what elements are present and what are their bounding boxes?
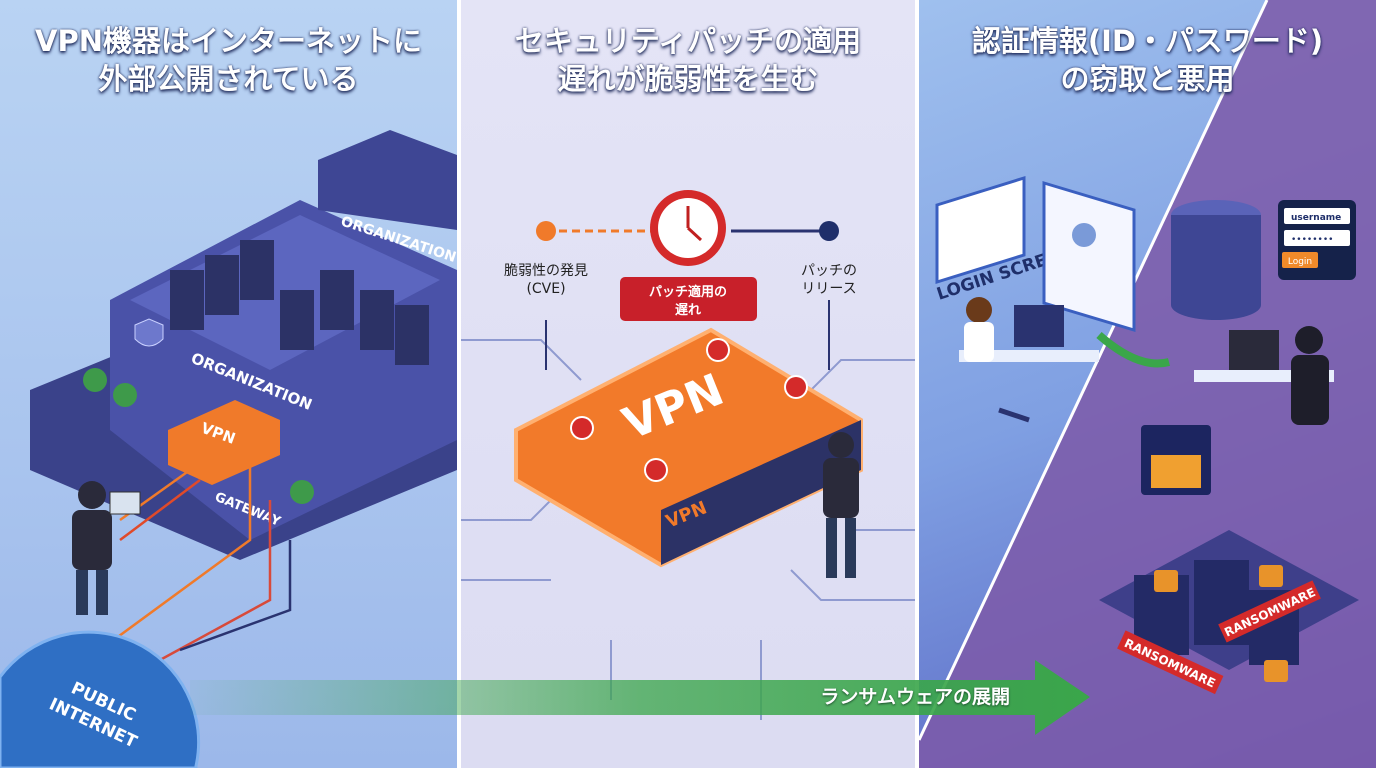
title-line: VPN機器はインターネットに [35, 24, 422, 58]
login-button: Login [1288, 257, 1312, 267]
release-label-2: リリース [801, 281, 856, 297]
login-window [1042, 180, 1136, 333]
org-tower [318, 130, 457, 230]
username-field: username [1291, 213, 1341, 223]
panel-patch-delay: 脆弱性の発見 (CVE) パッチの リリース パッチ適用の 遅れ VPN VPN… [461, 0, 915, 768]
victim-at-desk [959, 297, 1099, 423]
release-dot [819, 221, 839, 241]
cve-dot [536, 221, 556, 241]
vpn-device-front [661, 420, 861, 565]
user-avatar-icon [1072, 223, 1096, 247]
green-flow-arrow [1096, 331, 1171, 368]
panel-2-title: セキュリティパッチの適用 遅れが脆弱性を生む [461, 22, 915, 98]
title-line: セキュリティパッチの適用 [514, 24, 862, 58]
database-server-icon [1171, 200, 1261, 320]
clock-icon [650, 190, 726, 266]
cve-label-1: 脆弱性の発見 [504, 262, 588, 279]
title-line: 外部公開されている [98, 62, 359, 96]
hacker-figure [823, 432, 859, 578]
attack-paths [99, 460, 292, 662]
vpn-gateway-device [168, 400, 280, 485]
title-line: の窃取と悪用 [1060, 62, 1235, 96]
title-line: 認証情報(ID・パスワード) [971, 24, 1324, 58]
panel-1-title: VPN機器はインターネットに 外部公開されている [0, 22, 457, 98]
exposed-vpn-illustration: ORGANIZATION ORGANIZATION VPN GATEWAY PU… [0, 130, 457, 768]
ransomware-deployment-label: ランサムウェアの展開 [820, 686, 1010, 708]
panel-credential-theft: LOGIN SCREEN username •••••••• Login [919, 0, 1376, 768]
credential-theft-illustration: LOGIN SCREEN username •••••••• Login [919, 0, 1376, 768]
hacker-figure [72, 481, 141, 615]
password-field: •••••••• [1291, 235, 1333, 245]
patch-delay-illustration: 脆弱性の発見 (CVE) パッチの リリース パッチ適用の 遅れ VPN VPN [461, 190, 915, 720]
login-screen-card [935, 175, 1026, 285]
panel-exposed-vpn: ORGANIZATION ORGANIZATION VPN GATEWAY PU… [0, 0, 457, 768]
error-icons [570, 338, 808, 482]
release-label-1: パッチの [801, 263, 857, 279]
padlock-icons [1154, 565, 1288, 682]
attacker-at-desk [1194, 326, 1334, 425]
delay-label-1: パッチ適用の [649, 284, 727, 300]
panel-3-title: 認証情報(ID・パスワード) の窃取と悪用 [919, 22, 1376, 98]
server-racks [170, 240, 429, 365]
ransomware-deployment-arrow [190, 660, 1090, 735]
trees [83, 368, 314, 504]
delay-label-2: 遅れ [675, 303, 701, 318]
ransomware-banner [1218, 580, 1321, 643]
title-line: 遅れが脆弱性を生む [557, 62, 819, 96]
shield-lock-icon [134, 318, 164, 347]
delay-badge [620, 277, 757, 321]
cve-label-2: (CVE) [526, 281, 565, 297]
internet-globe [0, 630, 201, 768]
ransomware-banner [1117, 630, 1224, 695]
